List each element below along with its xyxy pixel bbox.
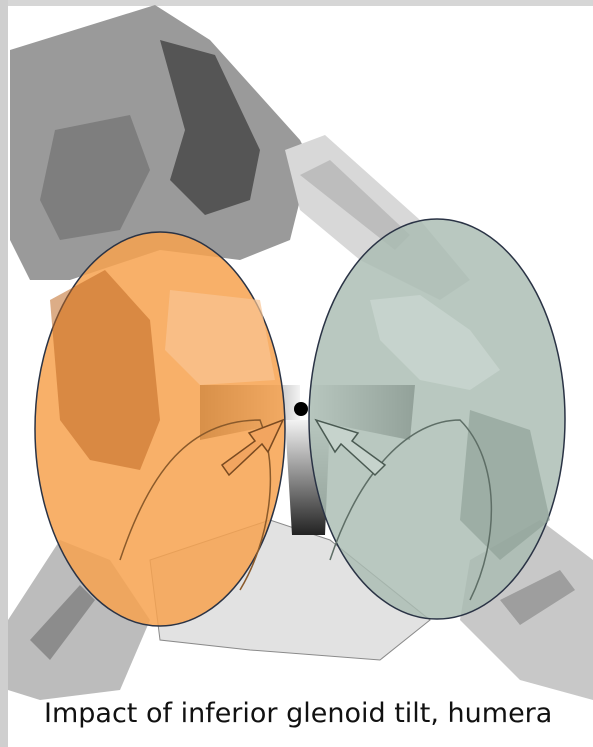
dot-icon [294, 402, 308, 416]
figure-caption: Impact of inferior glenoid tilt, humera [44, 700, 593, 727]
right-highlight-ellipse [309, 219, 565, 619]
